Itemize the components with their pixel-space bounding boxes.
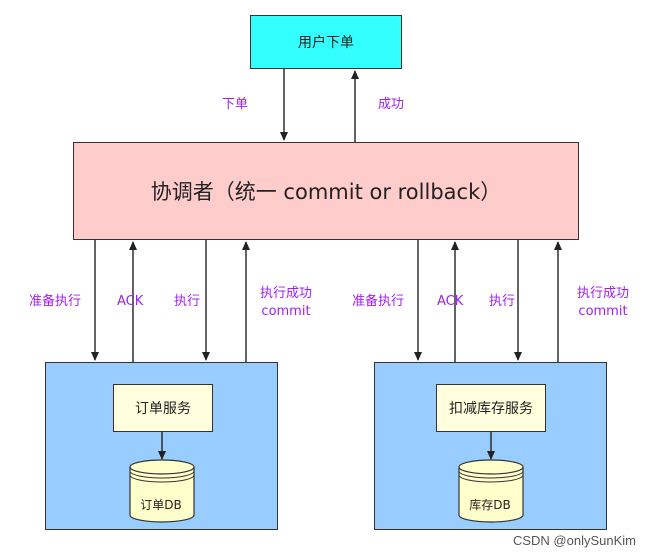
- order-service-label: 订单服务: [135, 401, 191, 417]
- success-label: 成功: [378, 97, 405, 112]
- stock-db-label: 库存DB: [469, 498, 511, 512]
- stock-service-container: 扣减库存服务 库存DB: [374, 362, 607, 530]
- watermark: CSDN @onlySunKim: [512, 533, 636, 548]
- stock-service-node: 扣减库存服务: [436, 384, 546, 432]
- right-ack-label: ACK: [437, 294, 464, 309]
- left-ack-label: ACK: [117, 294, 144, 309]
- user-order-node: 用户下单: [250, 15, 402, 69]
- left-commit-label: commit: [261, 304, 311, 319]
- order-service-container: 订单服务 订单DB: [45, 362, 278, 530]
- stock-service-label: 扣减库存服务: [449, 401, 533, 417]
- coordinator-label: 协调者（统一 commit or rollback）: [150, 180, 502, 204]
- right-commit-label: commit: [578, 304, 628, 319]
- order-db-connector: [158, 432, 166, 460]
- left-execute-label: 执行: [174, 294, 201, 309]
- right-prepare-label: 准备执行: [352, 294, 405, 309]
- user-order-label: 用户下单: [298, 35, 354, 51]
- coordinator-node: 协调者（统一 commit or rollback）: [73, 142, 579, 240]
- stock-db-icon: [458, 459, 524, 523]
- right-execute-label: 执行: [489, 294, 516, 309]
- place-order-label: 下单: [222, 97, 249, 112]
- left-prepare-label: 准备执行: [29, 294, 82, 309]
- stock-db-connector: [487, 432, 495, 460]
- left-commit-label-group: 执行成功 commit: [252, 285, 320, 321]
- right-exec-success-label: 执行成功: [576, 286, 629, 301]
- left-exec-success-label: 执行成功: [259, 286, 312, 301]
- order-db-label: 订单DB: [140, 498, 182, 512]
- order-service-node: 订单服务: [113, 384, 213, 432]
- right-commit-label-group: 执行成功 commit: [569, 285, 637, 321]
- order-db-icon: [129, 459, 195, 523]
